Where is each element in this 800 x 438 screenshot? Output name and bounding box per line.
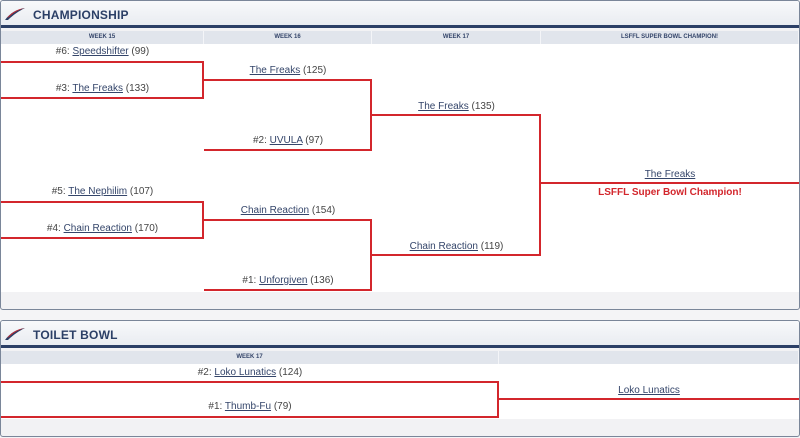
bracket-line xyxy=(204,219,372,221)
bracket-line xyxy=(204,79,372,81)
champion-slot: The Freaks xyxy=(541,169,799,180)
bracket-line xyxy=(541,182,799,184)
bracket-line xyxy=(1,416,499,418)
bracket-line xyxy=(499,398,799,400)
team-link[interactable]: Speedshifter xyxy=(72,46,129,57)
team-link[interactable]: Chain Reaction xyxy=(240,205,310,216)
winner-slot: Loko Lunatics xyxy=(499,385,799,396)
matchup-slot: Chain Reaction (119) xyxy=(372,241,541,252)
championship-title: CHAMPIONSHIP xyxy=(33,8,129,22)
championship-bracket: #6: Speedshifter (99) #3: The Freaks (13… xyxy=(1,44,799,292)
bracket-line xyxy=(372,254,541,256)
score-label: (135) xyxy=(471,101,495,112)
bracket-line xyxy=(370,79,372,151)
champion-header: LSFFL SUPER BOWL CHAMPION! xyxy=(541,31,799,44)
team-link[interactable]: Loko Lunatics xyxy=(214,367,277,378)
team-link[interactable]: Chain Reaction xyxy=(63,223,132,234)
bracket-line xyxy=(1,381,499,383)
toilet-bowl-header: TOILET BOWL xyxy=(1,321,799,348)
matchup-slot: #2: UVULA (97) xyxy=(204,135,372,146)
score-label: (107) xyxy=(129,186,154,197)
score-label: (124) xyxy=(278,367,303,378)
bracket-line xyxy=(202,61,204,99)
toilet-bowl-title: TOILET BOWL xyxy=(33,328,118,342)
score-label: (125) xyxy=(303,65,327,76)
championship-panel: CHAMPIONSHIP WEEK 15 WEEK 16 WEEK 17 LSF… xyxy=(0,0,800,310)
seed-label: #4: xyxy=(46,223,61,234)
score-label: (79) xyxy=(273,401,292,412)
bracket-line xyxy=(204,289,372,291)
team-link[interactable]: Unforgiven xyxy=(259,275,308,286)
champion-label: LSFFL Super Bowl Champion! xyxy=(598,187,742,198)
seed-label: #3: xyxy=(55,83,70,94)
champion-team-link[interactable]: The Freaks xyxy=(644,169,696,180)
score-label: (154) xyxy=(311,205,336,216)
matchup-slot: #5: The Nephilim (107) xyxy=(1,186,204,197)
bracket-line xyxy=(1,201,204,203)
week-16-header: WEEK 16 xyxy=(204,31,372,44)
week-17-header: WEEK 17 xyxy=(1,351,499,364)
league-logo-icon xyxy=(5,328,25,340)
matchup-slot: #3: The Freaks (133) xyxy=(1,83,204,94)
seed-label: #6: xyxy=(55,46,70,57)
seed-label: #5: xyxy=(51,186,66,197)
championship-header: CHAMPIONSHIP xyxy=(1,1,799,28)
week-17-header: WEEK 17 xyxy=(372,31,541,44)
seed-label: #2: xyxy=(197,367,212,378)
team-link[interactable]: The Nephilim xyxy=(68,186,128,197)
toilet-bowl-bracket: #2: Loko Lunatics (124) #1: Thumb-Fu (79… xyxy=(1,364,799,419)
bracket-line xyxy=(1,237,204,239)
score-label: (99) xyxy=(131,46,150,57)
week-15-header: WEEK 15 xyxy=(1,31,204,44)
matchup-slot: The Freaks (125) xyxy=(204,65,372,76)
bracket-line xyxy=(497,381,499,418)
team-link[interactable]: The Freaks xyxy=(249,65,301,76)
league-logo-icon xyxy=(5,8,25,20)
winner-header xyxy=(499,351,799,364)
bracket-line xyxy=(204,149,372,151)
team-link[interactable]: Thumb-Fu xyxy=(224,401,272,412)
toilet-bowl-panel: TOILET BOWL WEEK 17 #2: Loko Lunatics (1… xyxy=(0,320,800,437)
score-label: (136) xyxy=(310,275,334,286)
bracket-line xyxy=(372,114,541,116)
bracket-line xyxy=(539,114,541,256)
matchup-slot: #6: Speedshifter (99) xyxy=(1,46,204,57)
matchup-slot: #2: Loko Lunatics (124) xyxy=(1,367,499,378)
team-link[interactable]: UVULA xyxy=(269,135,303,146)
score-label: (97) xyxy=(305,135,324,146)
winner-team-link[interactable]: Loko Lunatics xyxy=(618,385,680,396)
seed-label: #1: xyxy=(208,401,223,412)
bracket-line xyxy=(1,61,204,63)
matchup-slot: #4: Chain Reaction (170) xyxy=(1,223,204,234)
matchup-slot: #1: Thumb-Fu (79) xyxy=(1,401,499,412)
score-label: (170) xyxy=(134,223,159,234)
seed-label: #1: xyxy=(242,275,257,286)
matchup-slot: #1: Unforgiven (136) xyxy=(204,275,372,286)
bracket-line xyxy=(1,97,204,99)
matchup-slot: Chain Reaction (154) xyxy=(204,205,372,216)
score-label: (119) xyxy=(480,241,504,252)
matchup-slot: The Freaks (135) xyxy=(372,101,541,112)
bracket-line xyxy=(370,219,372,291)
bracket-line xyxy=(202,201,204,239)
score-label: (133) xyxy=(125,83,150,94)
team-link[interactable]: The Freaks xyxy=(418,101,469,112)
team-link[interactable]: The Freaks xyxy=(72,83,123,94)
seed-label: #2: xyxy=(252,135,267,146)
team-link[interactable]: Chain Reaction xyxy=(409,241,478,252)
